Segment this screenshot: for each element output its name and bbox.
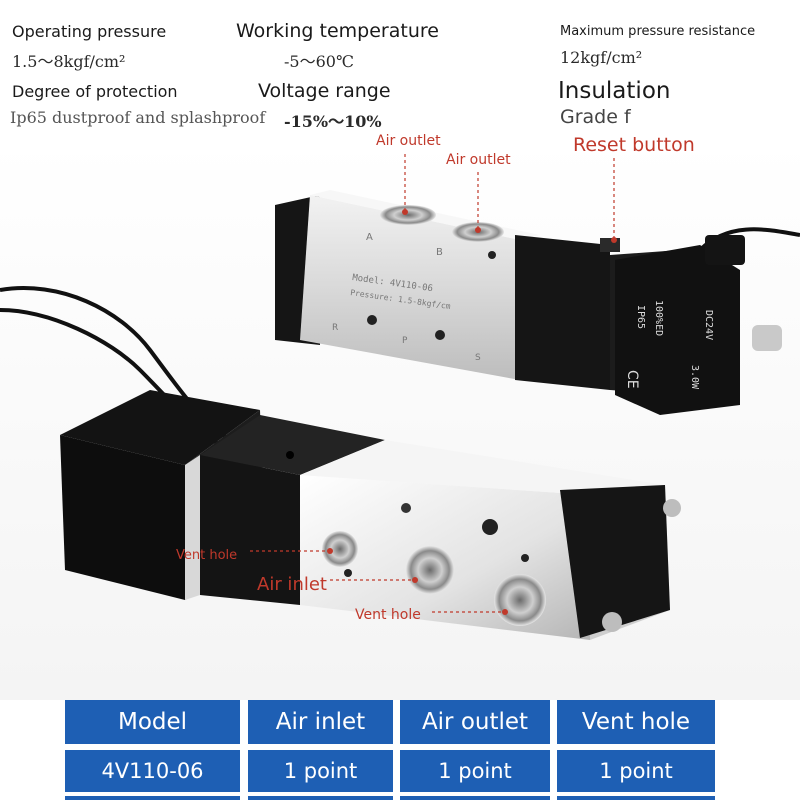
port-b-mark: B [436,247,443,258]
port-a-mark: A [366,232,373,243]
operating-pressure-value: 1.5～8kgf/cm² [12,52,126,71]
table-cell-model: 4V110-06 [65,750,240,792]
protection-label: Degree of protection [12,82,178,101]
ce-mark: CE [624,370,640,389]
max-pressure-value: 12kgf/cm² [560,48,643,67]
front-valve [60,390,681,640]
coil-watt-text: 3.0W [689,365,700,390]
table-cell-air-inlet: 1 point [248,750,393,792]
protection-value: Ip65 dustproof and splashproof [10,108,266,127]
front-vent-hole-left [322,531,358,567]
table-header-air-outlet: Air outlet [400,700,550,744]
table-header-vent-hole: Vent hole [557,700,715,744]
coil-housing [615,245,740,415]
coil-dc-text: DC24V [703,310,714,340]
front-screw-bottom [602,612,622,632]
table-next-row-edge [557,796,715,800]
max-pressure-label: Maximum pressure resistance [560,24,756,39]
port-r-mark: R [332,323,338,333]
annotation-vent-hole-right: Vent hole [355,607,421,623]
insulation-value: Grade f [560,106,631,128]
table-next-row-edge [248,796,393,800]
specifications-panel: Operating pressure 1.5～8kgf/cm² Working … [0,0,800,140]
operating-pressure-label: Operating pressure [12,22,167,41]
table-next-row-edge [400,796,550,800]
working-temperature-value: -5～60℃ [284,52,354,71]
table-cell-vent-hole: 1 point [557,750,715,792]
front-air-inlet [406,546,454,594]
insulation-label: Insulation [558,78,671,104]
annotation-air-outlet-a: Air outlet [376,133,441,149]
back-port-a [380,205,436,225]
table-next-row-edge [65,796,240,800]
voltage-label: Voltage range [258,80,391,102]
annotation-reset-button: Reset button [573,134,695,156]
reset-button-cap [600,238,620,252]
back-valve: A B Model: 4V110-06 Pressure: 1.5-8kgf/c… [275,190,782,415]
coil-ed-text: 100%ED [653,300,664,336]
front-vent-hole-right [494,574,546,626]
port-table: Model Air inlet Air outlet Vent hole 4V1… [0,700,800,800]
voltage-value: -15%～10% [284,112,382,131]
product-photo: A B Model: 4V110-06 Pressure: 1.5-8kgf/c… [0,133,800,700]
back-fitting [752,325,782,351]
coil-ip-text: IP65 [635,305,646,329]
solenoid-valve-illustration: A B Model: 4V110-06 Pressure: 1.5-8kgf/c… [0,154,800,640]
front-screw-top [663,499,681,517]
working-temperature-label: Working temperature [236,20,439,42]
table-header-model: Model [65,700,240,744]
port-p-mark: P [402,336,408,346]
annotation-air-inlet: Air inlet [257,574,327,595]
annotation-vent-hole-left: Vent hole [176,548,238,563]
annotation-air-outlet-b: Air outlet [446,152,511,168]
table-header-air-inlet: Air inlet [248,700,393,744]
table-cell-air-outlet: 1 point [400,750,550,792]
port-s-mark: S [475,353,481,363]
